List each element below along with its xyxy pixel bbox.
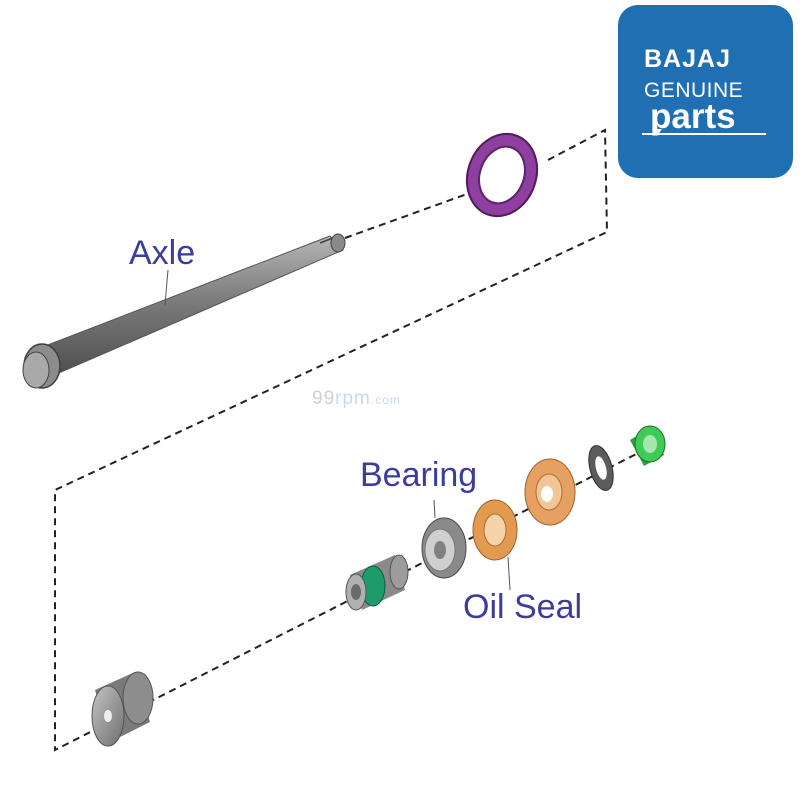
orange-oil-seal-outer [524, 458, 576, 526]
badge-arrow-icon [652, 129, 662, 136]
watermark: 99rpm.com [312, 388, 401, 410]
green-axle-nut [630, 425, 666, 466]
watermark-domain: .com [370, 393, 401, 407]
badge-brand: BAJAJ [644, 45, 731, 73]
spacer-end [91, 671, 154, 747]
badge-genuine: GENUINE [644, 79, 744, 102]
axle [22, 233, 346, 389]
watermark-number: 99 [312, 388, 336, 409]
bearing [421, 499, 467, 579]
bajaj-genuine-parts-logo: BAJAJ GENUINE parts [618, 5, 793, 178]
oil-seal-callout-label: Oil Seal [463, 588, 583, 626]
watermark-name: rpm [335, 388, 371, 409]
grey-washer [588, 445, 614, 491]
bearing-callout-label: Bearing [360, 456, 478, 494]
purple-oil-seal [465, 132, 539, 218]
badge-underline [642, 133, 766, 135]
orange-oil-seal-inner [472, 499, 518, 591]
collar-with-green-ring [345, 554, 409, 611]
assembly-dashed-line [54, 128, 651, 752]
badge-parts: parts [650, 97, 736, 136]
axle-callout-label: Axle [129, 234, 196, 272]
